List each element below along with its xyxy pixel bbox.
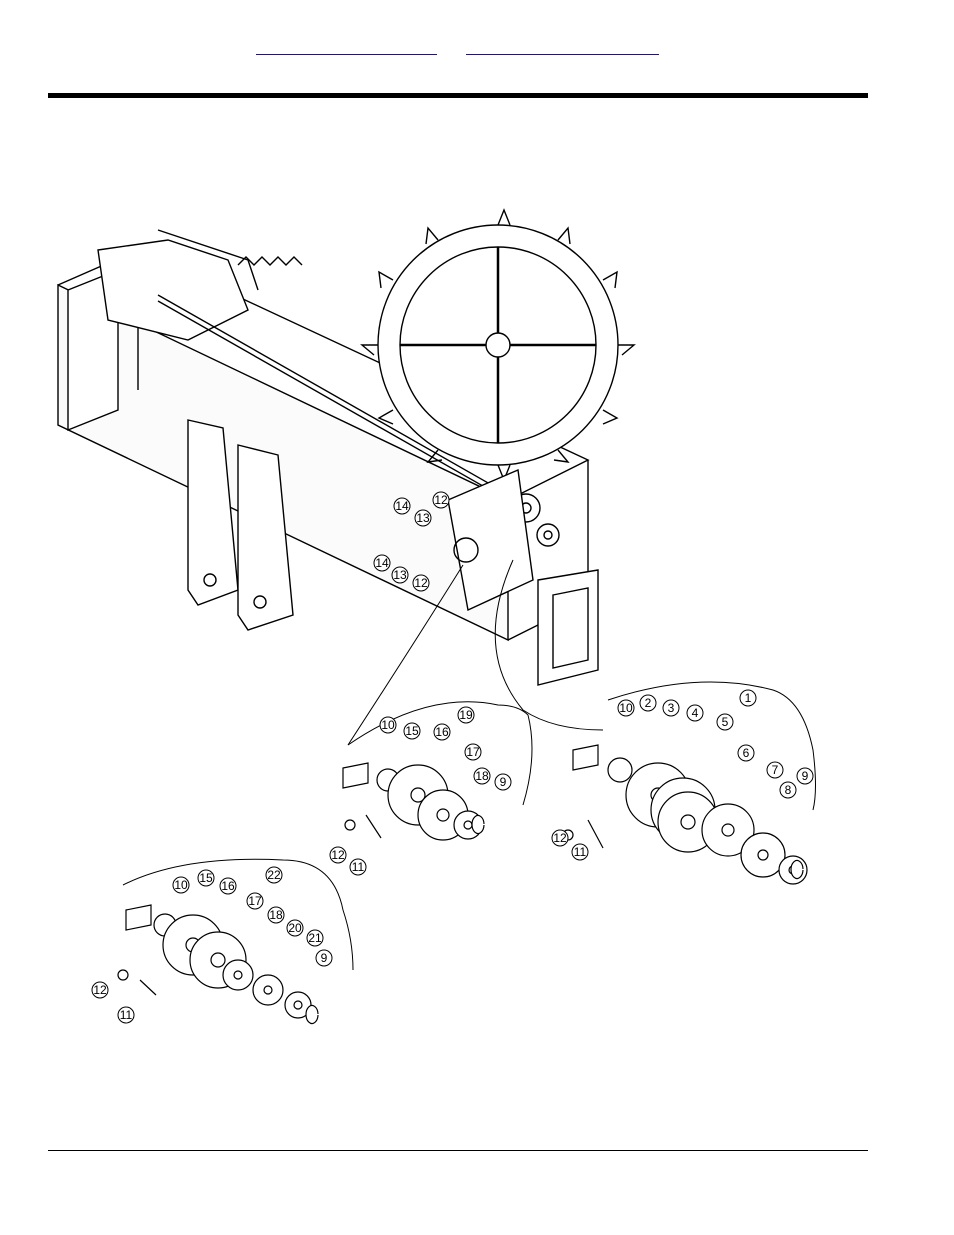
callout-10c: 10 xyxy=(172,876,190,894)
header-link-2[interactable] xyxy=(466,40,659,55)
svg-text:14: 14 xyxy=(395,499,409,513)
callout-1: 1 xyxy=(739,689,757,707)
svg-text:15: 15 xyxy=(199,871,213,885)
sprocket-group-22 xyxy=(117,904,319,1025)
callout-8: 8 xyxy=(779,781,797,799)
callout-11a: 11 xyxy=(571,843,589,861)
svg-text:9: 9 xyxy=(500,775,507,789)
callout-14a: 14 xyxy=(393,497,411,515)
footer-rule xyxy=(48,1150,868,1151)
svg-text:9: 9 xyxy=(321,951,328,965)
svg-text:10: 10 xyxy=(381,718,395,732)
svg-text:17: 17 xyxy=(248,894,262,908)
svg-text:5: 5 xyxy=(722,715,729,729)
svg-text:9: 9 xyxy=(802,769,809,783)
header-link-1[interactable] xyxy=(256,40,437,55)
svg-text:15: 15 xyxy=(405,724,419,738)
callout-7: 7 xyxy=(766,761,784,779)
callout-20: 20 xyxy=(286,919,304,937)
callout-3: 3 xyxy=(662,699,680,717)
callout-12d: 12 xyxy=(432,491,450,509)
callout-21: 21 xyxy=(306,929,324,947)
callout-16a: 16 xyxy=(433,723,451,741)
svg-text:7: 7 xyxy=(772,763,779,777)
callout-17a: 17 xyxy=(464,743,482,761)
callout-13b: 13 xyxy=(391,566,409,584)
callout-5: 5 xyxy=(716,713,734,731)
svg-text:6: 6 xyxy=(743,746,750,760)
callout-10b: 10 xyxy=(379,716,397,734)
callout-15b: 15 xyxy=(197,869,215,887)
callout-2: 2 xyxy=(639,694,657,712)
assembly-drawing xyxy=(57,208,636,686)
svg-text:16: 16 xyxy=(435,725,449,739)
svg-text:2: 2 xyxy=(645,696,652,710)
svg-text:10: 10 xyxy=(174,878,188,892)
svg-text:20: 20 xyxy=(288,921,302,935)
svg-text:19: 19 xyxy=(459,708,473,722)
sprocket-group-1 xyxy=(562,744,808,885)
callout-15a: 15 xyxy=(403,722,421,740)
group-outlines xyxy=(122,559,816,971)
callout-11c: 11 xyxy=(117,1006,135,1024)
callout-22: 22 xyxy=(265,866,283,884)
svg-text:21: 21 xyxy=(308,931,322,945)
sprocket-group-19 xyxy=(342,762,485,841)
callout-18b: 18 xyxy=(267,906,285,924)
svg-text:11: 11 xyxy=(120,1008,133,1022)
svg-text:14: 14 xyxy=(375,556,389,570)
svg-text:22: 22 xyxy=(267,868,281,882)
callouts: 1 2 3 4 5 6 7 8 9 10 11 12 19 10 15 16 1… xyxy=(91,491,814,1024)
callout-13a: 13 xyxy=(414,509,432,527)
svg-text:4: 4 xyxy=(692,706,699,720)
callout-10a: 10 xyxy=(617,699,635,717)
header-links xyxy=(0,40,954,60)
callout-19: 19 xyxy=(457,706,475,724)
svg-text:12: 12 xyxy=(93,983,107,997)
callout-9c: 9 xyxy=(315,949,333,967)
callout-14b: 14 xyxy=(373,554,391,572)
svg-text:17: 17 xyxy=(466,745,480,759)
svg-text:12: 12 xyxy=(414,576,428,590)
svg-text:16: 16 xyxy=(221,879,235,893)
parts-diagram: 1 2 3 4 5 6 7 8 9 10 11 12 19 10 15 16 1… xyxy=(57,208,816,1025)
svg-text:13: 13 xyxy=(393,568,407,582)
callout-17b: 17 xyxy=(246,892,264,910)
callout-12b: 12 xyxy=(329,846,347,864)
callout-12a: 12 xyxy=(551,829,569,847)
callout-9a: 9 xyxy=(796,767,814,785)
callout-4: 4 xyxy=(686,704,704,722)
header-rule xyxy=(48,93,868,98)
callout-6: 6 xyxy=(737,744,755,762)
callout-12c: 12 xyxy=(91,981,109,999)
callout-9b: 9 xyxy=(494,773,512,791)
callout-11b: 11 xyxy=(349,858,367,876)
svg-text:3: 3 xyxy=(668,701,675,715)
svg-text:18: 18 xyxy=(475,769,489,783)
svg-text:12: 12 xyxy=(331,848,345,862)
svg-text:11: 11 xyxy=(352,860,365,874)
svg-text:12: 12 xyxy=(434,493,448,507)
svg-text:11: 11 xyxy=(574,845,587,859)
svg-text:1: 1 xyxy=(745,691,752,705)
callout-12e: 12 xyxy=(412,574,430,592)
callout-16b: 16 xyxy=(219,877,237,895)
svg-text:18: 18 xyxy=(269,908,283,922)
svg-text:13: 13 xyxy=(416,511,430,525)
callout-18a: 18 xyxy=(473,767,491,785)
svg-text:10: 10 xyxy=(619,701,633,715)
svg-text:12: 12 xyxy=(553,831,567,845)
svg-text:8: 8 xyxy=(785,783,792,797)
